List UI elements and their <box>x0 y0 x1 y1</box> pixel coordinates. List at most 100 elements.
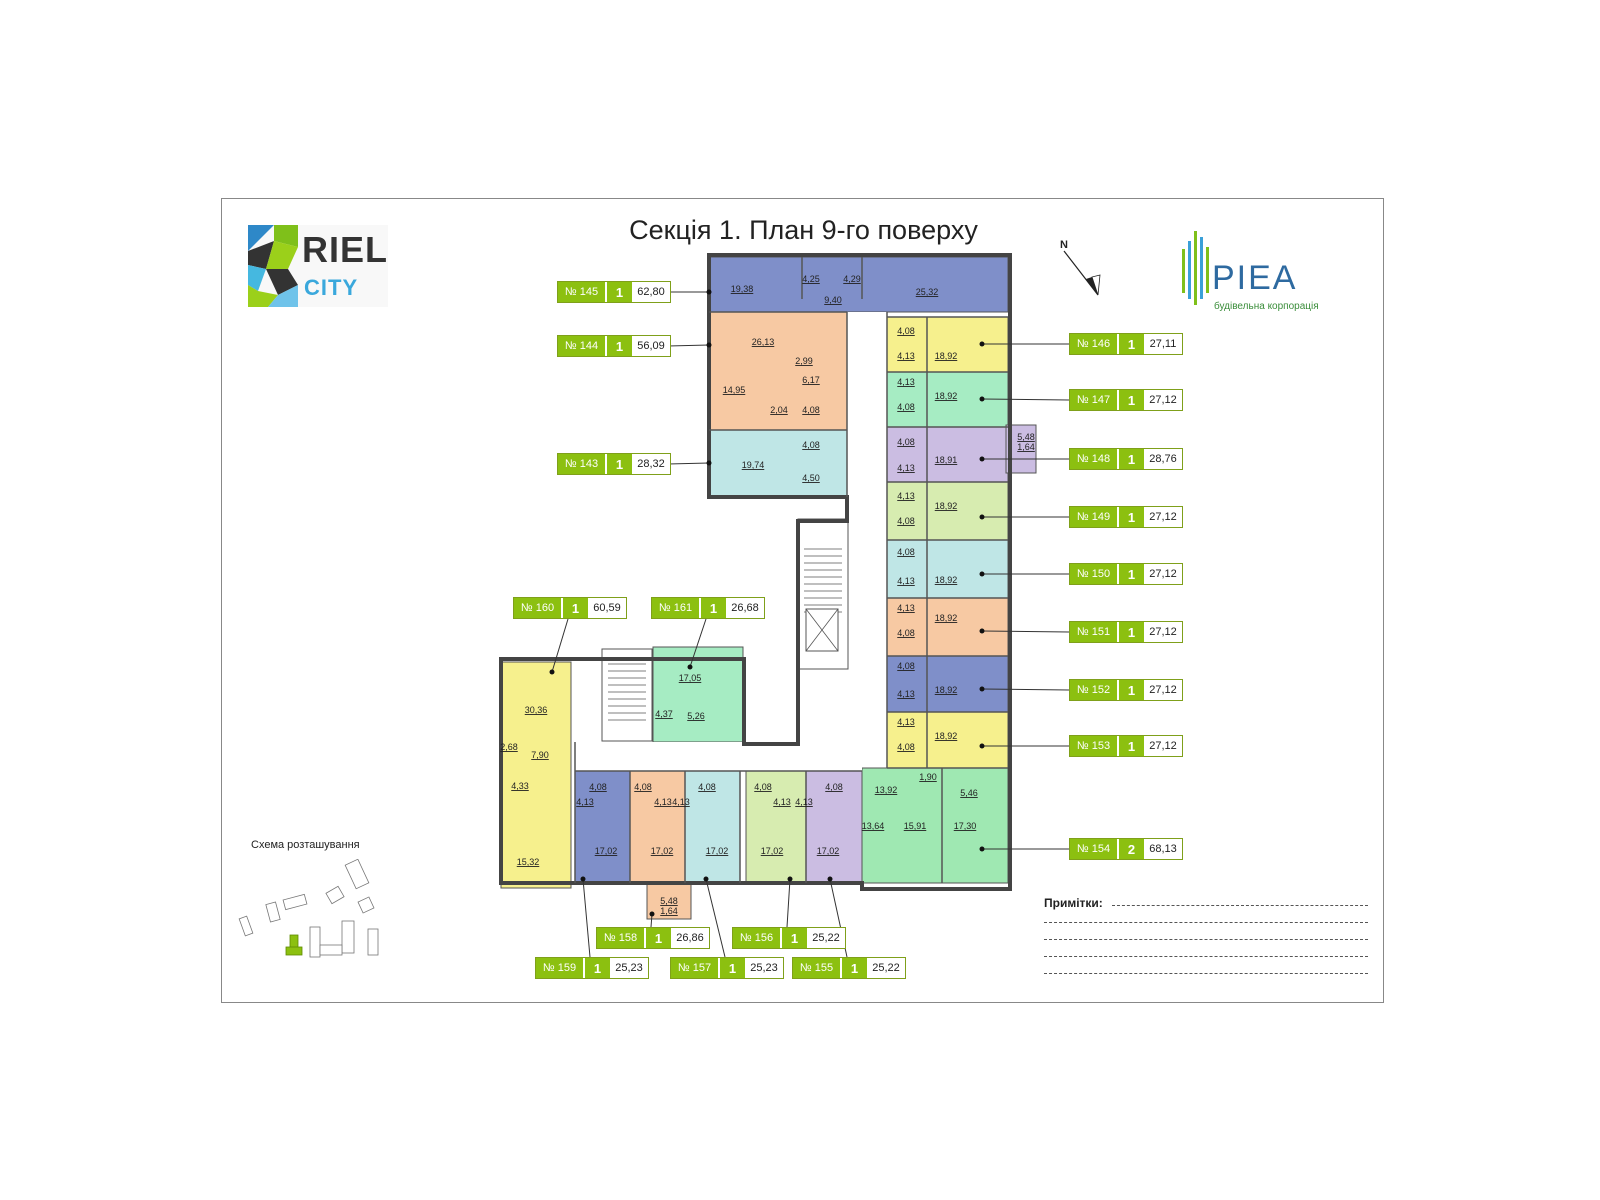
room-area-label: 4,33 <box>511 781 529 791</box>
room-area-label: 18,92 <box>935 731 958 741</box>
room-area-label: 17,30 <box>954 821 977 831</box>
room-area-label: 13,92 <box>875 785 898 795</box>
room-area-label: 17,02 <box>761 846 784 856</box>
notes-line[interactable] <box>1044 956 1368 957</box>
leader-line <box>582 878 591 958</box>
apartment-rooms: 1 <box>1117 680 1144 700</box>
apartment-number: № 148 <box>1070 449 1117 469</box>
room-area-label: 30,36 <box>525 705 548 715</box>
apartment-area: 28,76 <box>1149 453 1177 465</box>
apartment-unit <box>861 767 1009 884</box>
notes-line[interactable] <box>1044 939 1368 940</box>
apartment-unit <box>886 539 1009 599</box>
north-arrow-icon <box>1063 250 1101 296</box>
apartment-unit <box>574 770 631 884</box>
apartment-number: № 149 <box>1070 507 1117 527</box>
notes-line[interactable] <box>1044 922 1368 923</box>
room-area-label: 4,13 <box>897 463 915 473</box>
apartment-area: 56,09 <box>637 340 665 352</box>
exterior-wall <box>499 253 1012 891</box>
apartment-number: № 155 <box>793 958 840 978</box>
riel-logo-mark-icon <box>248 225 298 307</box>
room-area-label: 4,13 <box>795 797 813 807</box>
riel-logo-word: RIEL <box>302 229 389 270</box>
apartment-area: 62,80 <box>637 286 665 298</box>
room-area-label: 4,13 <box>672 797 690 807</box>
apartment-number: № 158 <box>597 928 644 948</box>
apartment-number: № 147 <box>1070 390 1117 410</box>
apartment-number: № 150 <box>1070 564 1117 584</box>
room-area-label: 19,38 <box>731 284 754 294</box>
room-area-label: 9,40 <box>824 295 842 305</box>
leader-line <box>981 630 1070 633</box>
room-area-label: 17,02 <box>595 846 618 856</box>
apartment-number: № 151 <box>1070 622 1117 642</box>
leader-dot <box>580 876 586 882</box>
room-area-label: 18,92 <box>935 391 958 401</box>
room-area-label: 2,68 <box>500 742 518 752</box>
room-area-label: 4,08 <box>897 516 915 526</box>
apartment-rooms: 1 <box>605 282 632 302</box>
apartment-rooms: 1 <box>1117 449 1144 469</box>
room-area-label: 4,08 <box>897 628 915 638</box>
room-area-label: 4,08 <box>897 437 915 447</box>
room-area-label: 4,08 <box>634 782 652 792</box>
piea-logo: PIEA будівельна корпорація <box>1180 227 1340 317</box>
piea-logo-tagline: будівельна корпорація <box>1214 301 1319 312</box>
room-area-label: 13,64 <box>862 821 885 831</box>
leader-line <box>981 688 1070 691</box>
apartment-rooms: 1 <box>780 928 807 948</box>
stair-block <box>601 648 653 742</box>
apartment-number: № 154 <box>1070 839 1117 859</box>
leader-dot <box>827 876 833 882</box>
apartment-number: № 161 <box>652 598 699 618</box>
apartment-rooms: 1 <box>840 958 867 978</box>
leader-dot <box>979 571 985 577</box>
apartment-area: 25,22 <box>872 962 900 974</box>
room-area-label: 4,13 <box>897 351 915 361</box>
room-area-label: 4,08 <box>897 547 915 557</box>
leader-dot <box>979 456 985 462</box>
notes-line[interactable] <box>1112 905 1368 906</box>
room-area-label: 4,50 <box>802 473 820 483</box>
apartment-number: № 143 <box>558 454 605 474</box>
room-area-label: 17,05 <box>679 673 702 683</box>
apartment-area: 60,59 <box>593 602 621 614</box>
room-area-label: 5,46 <box>960 788 978 798</box>
room-area-label: 15,91 <box>904 821 927 831</box>
notes-line[interactable] <box>1044 973 1368 974</box>
room-area-label: 18,92 <box>935 351 958 361</box>
piea-logo-stripes-icon <box>1182 231 1209 305</box>
room-area-label: 18,91 <box>935 455 958 465</box>
apartment-area: 25,22 <box>812 932 840 944</box>
leader-dot <box>979 628 985 634</box>
leader-dot <box>979 686 985 692</box>
apartment-rooms: 1 <box>699 598 726 618</box>
room-area-label: 4,08 <box>897 326 915 336</box>
leader-line <box>705 878 726 958</box>
location-scheme-map <box>238 859 379 958</box>
apartment-area: 25,23 <box>615 962 643 974</box>
apartment-unit <box>646 882 692 920</box>
apartment-unit <box>886 481 1009 541</box>
page-title: Секція 1. План 9-го поверху <box>629 215 978 245</box>
